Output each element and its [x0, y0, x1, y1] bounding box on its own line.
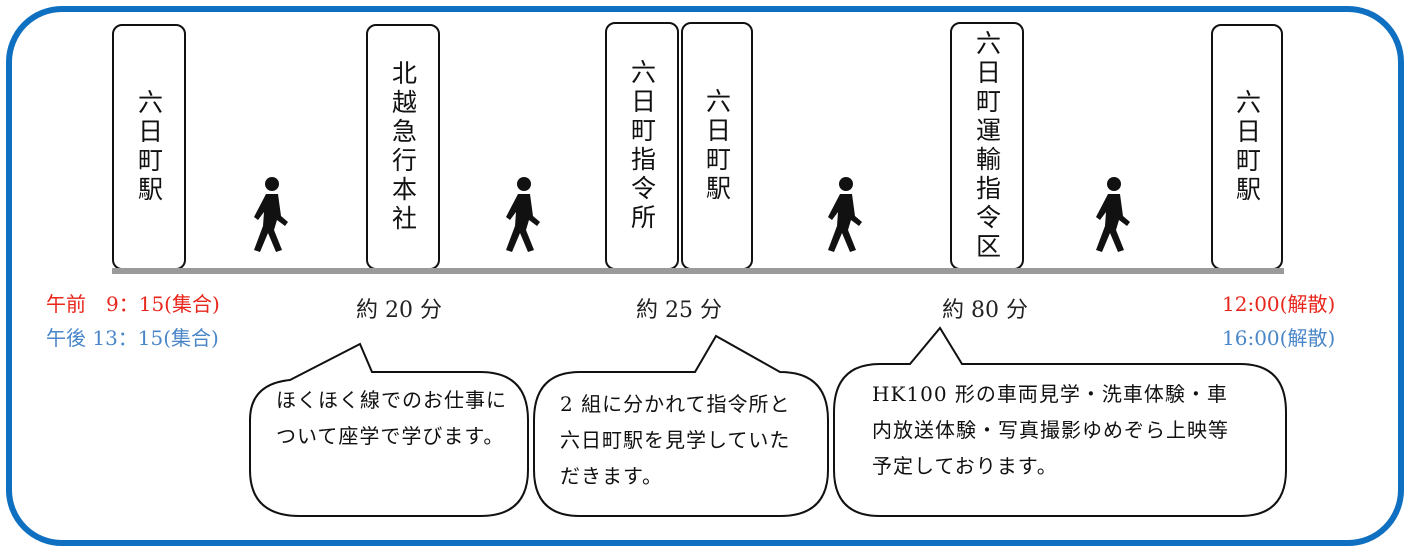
stop-rokkamachi-station-2: 六日町駅 — [681, 22, 753, 270]
bubble-text-3: HK100 形の車両見学・洗車体験・車内放送体験・写真撮影ゆめぞら上映等予定して… — [872, 382, 1229, 478]
am-end-time: 12:00(解散) — [1222, 292, 1336, 316]
stop-label: 六日町運輸指令区 — [972, 30, 1002, 262]
stop-hokuetsu-hq: 北越急行本社 — [366, 24, 440, 270]
ground-line — [112, 268, 1284, 274]
stop-rokkamachi-station-3: 六日町駅 — [1211, 24, 1283, 270]
stop-label: 六日町駅 — [1232, 89, 1262, 205]
duration-2: 約 25 分 — [636, 298, 722, 323]
bubble-text-2: 2 組に分かれて指令所と六日町駅を見学していただきます。 — [560, 392, 791, 488]
stop-label: 六日町駅 — [702, 88, 732, 204]
stop-command-center: 六日町指令所 — [605, 22, 679, 270]
am-start-time: 午前 9：15(集合) — [46, 292, 220, 316]
stop-label: 六日町指令所 — [627, 59, 657, 233]
duration-3: 約 80 分 — [942, 298, 1028, 323]
walking-person-icon — [1096, 177, 1130, 252]
stop-label: 北越急行本社 — [388, 60, 418, 234]
stop-operations-command: 六日町運輸指令区 — [950, 22, 1024, 270]
stop-label: 六日町駅 — [134, 89, 164, 205]
walking-person-icon — [254, 177, 288, 252]
walking-person-icon — [828, 177, 862, 252]
walking-person-icon — [506, 177, 540, 252]
stop-rokkamachi-station-1: 六日町駅 — [112, 24, 186, 270]
pm-start-time: 午後 13：15(集合) — [46, 326, 219, 350]
pm-end-time: 16:00(解散) — [1222, 326, 1336, 350]
bubble-text-1: ほくほく線でのお仕事について座学で学びます。 — [276, 388, 507, 448]
duration-1: 約 20 分 — [356, 298, 442, 323]
